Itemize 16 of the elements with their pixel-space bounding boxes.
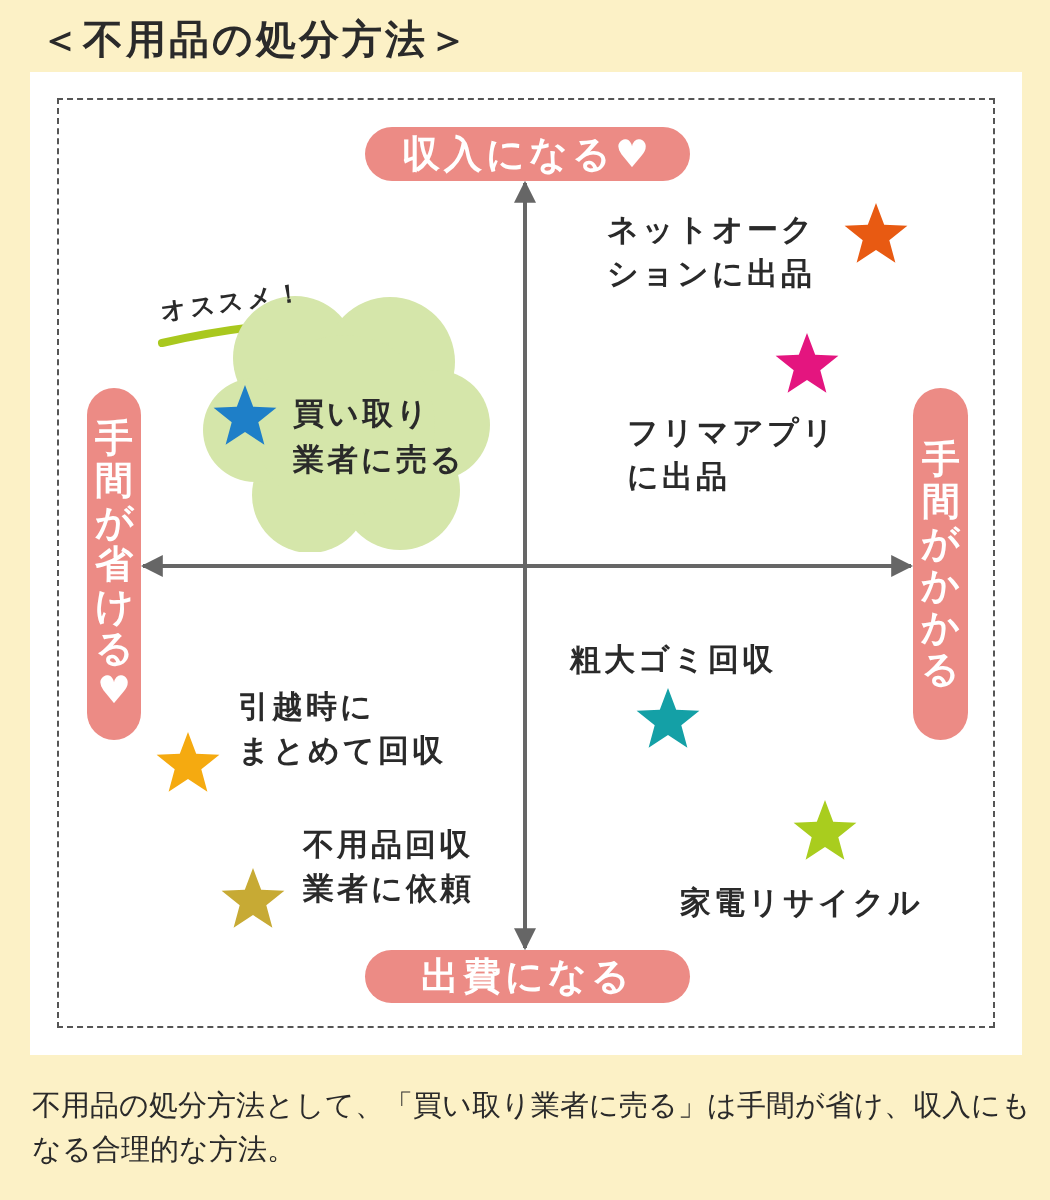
double-arrow <box>140 555 914 577</box>
item-label: 家電リサイクル <box>680 883 923 922</box>
handwritten-note: オススメ！ <box>158 276 306 327</box>
item-label: 引越時にまとめて回収 <box>238 687 446 770</box>
axis-label: 出費になる <box>365 950 690 1003</box>
axis-label: 手間がかかる <box>913 388 968 740</box>
title: ＜不用品の処分方法＞ <box>40 15 471 64</box>
item-label: フリマアプリに出品 <box>627 413 837 496</box>
axis-label: 手間が省ける♥ <box>87 388 141 740</box>
caption: 不用品の処分方法として、「買い取り業者に売る」は手間が省け、収入にもなる合理的な方法。 <box>32 1087 1032 1168</box>
item-label: 粗大ゴミ回収 <box>570 640 776 679</box>
item-label: ネットオークションに出品 <box>607 210 816 293</box>
double-arrow <box>514 180 536 951</box>
item-label: 不用品回収業者に依頼 <box>303 825 474 908</box>
axis-label: 収入になる♥ <box>365 127 690 181</box>
item-label: 買い取り業者に売る <box>293 394 465 479</box>
